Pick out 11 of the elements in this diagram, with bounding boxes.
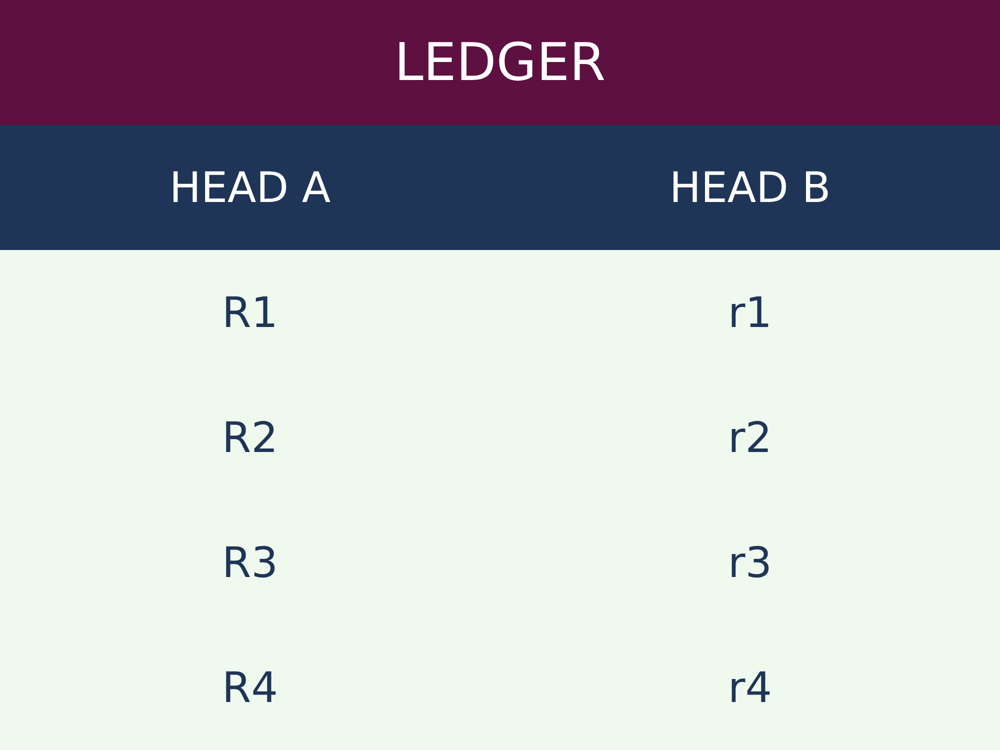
table-cell: r3 <box>728 538 772 587</box>
table-cell: R1 <box>222 288 278 337</box>
table-cell: R2 <box>222 413 278 462</box>
column-header: HEAD B <box>669 163 831 212</box>
table-cell: r2 <box>728 413 772 462</box>
table-cell: R4 <box>222 663 278 712</box>
title: LEDGER <box>394 32 606 92</box>
table-cell: r1 <box>728 288 772 337</box>
table-cell: R3 <box>222 538 278 587</box>
column-header: HEAD A <box>169 163 331 212</box>
table-cell: r4 <box>728 663 772 712</box>
